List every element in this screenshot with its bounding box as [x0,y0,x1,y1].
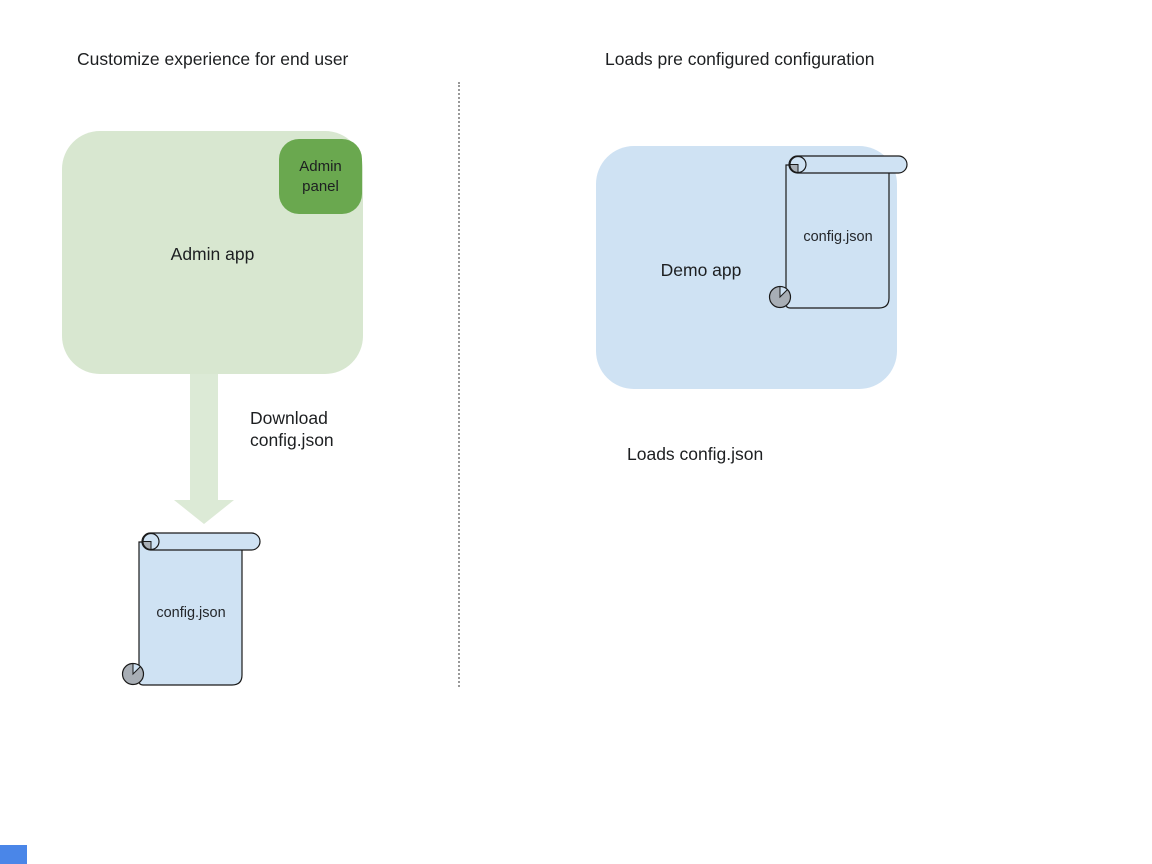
config-json-label: config.json [156,605,226,621]
demo-app-label: Demo app [660,260,742,280]
config-json-label: config.json [803,229,873,245]
loads-config-caption: Loads config.json [627,444,764,464]
admin-app-label: Admin app [170,244,255,264]
right-section-heading: Loads pre configured configuration [605,49,875,69]
partial-blue-shape [0,845,27,864]
download-arrow-label: Download config.json [250,408,334,450]
download-arrow-icon [174,374,234,524]
left-section-heading: Customize experience for end user [77,49,349,69]
admin-panel-box: Admin panel [279,139,362,214]
admin-panel-label: Admin panel [299,157,342,195]
section-divider [458,82,460,687]
